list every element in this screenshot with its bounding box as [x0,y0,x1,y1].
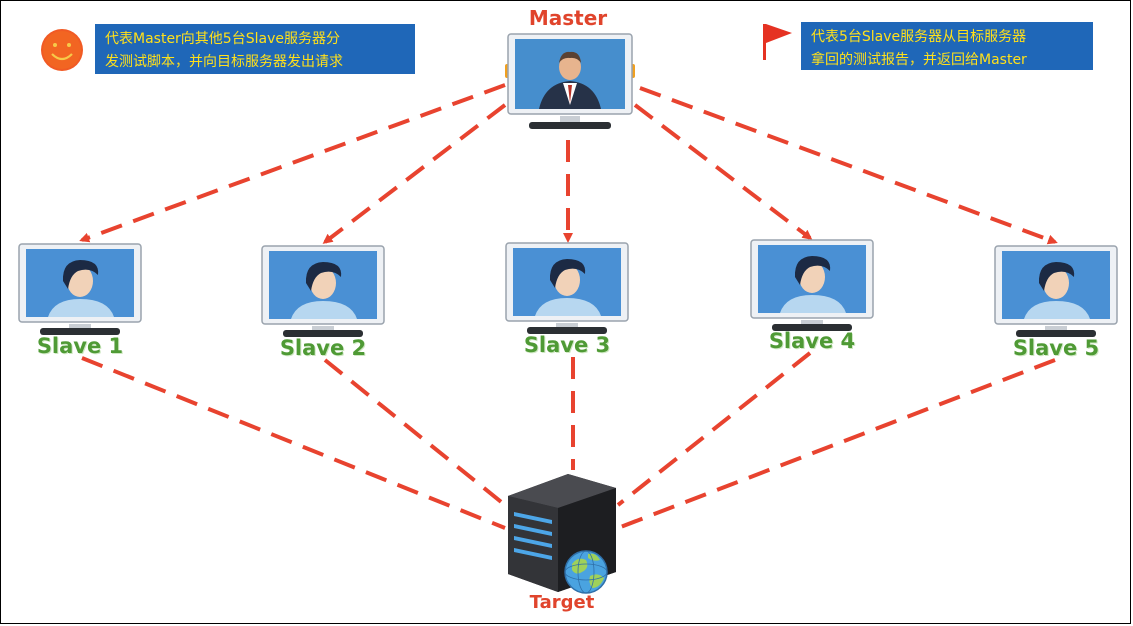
target-label: Target [529,592,595,613]
smiley-icon [41,29,83,71]
slave-4-node [750,239,874,331]
legend-right-line-2: 拿回的测试报告，并返回给Master [811,52,1027,68]
legend-master-distribution: 代表Master向其他5台Slave服务器分 发测试脚本，并向目标服务器发出请求 [95,24,415,74]
edge-master-slave-5 [639,86,1058,245]
master-node [505,33,635,129]
server-globe-icon [508,474,616,594]
slave-4-label: Slave 4 [768,329,856,353]
edge-slave-2-target [323,358,507,507]
edge-master-slave-2 [322,103,507,244]
legend-slave-report: 代表5台Slave服务器从目标服务器 拿回的测试报告，并返回给Master [801,22,1093,70]
master-monitor-icon [505,33,635,129]
slave-5-label: Slave 5 [1012,336,1100,360]
legend-right-line-1: 代表5台Slave服务器从目标服务器 [811,29,1027,45]
slave-1-label: Slave 1 [36,334,124,358]
slave-1-node [18,243,142,335]
edge-slave-1-target [81,356,506,530]
master-label: Master [528,6,608,30]
slave-3-monitor-icon [505,242,629,334]
slave-5-node [994,245,1118,337]
slave-3-node [505,242,629,334]
slave-3-label: Slave 3 [523,333,611,357]
red-flag-icon [763,24,792,60]
slave-4-monitor-icon [750,239,874,331]
edge-slave-4-target [616,351,812,507]
edge-master-slave-1 [79,83,506,243]
legend-left-line-2: 发测试脚本，并向目标服务器发出请求 [105,54,343,70]
slave-1-monitor-icon [18,243,142,335]
edge-master-slave-4 [633,103,813,240]
slave-2-label: Slave 2 [279,336,367,360]
legend-left-line-1: 代表Master向其他5台Slave服务器分 [105,31,340,47]
slave-2-monitor-icon [261,245,385,337]
slave-5-monitor-icon [994,245,1118,337]
target-node [500,468,625,596]
slave-2-node [261,245,385,337]
edge-slave-5-target [617,358,1056,530]
